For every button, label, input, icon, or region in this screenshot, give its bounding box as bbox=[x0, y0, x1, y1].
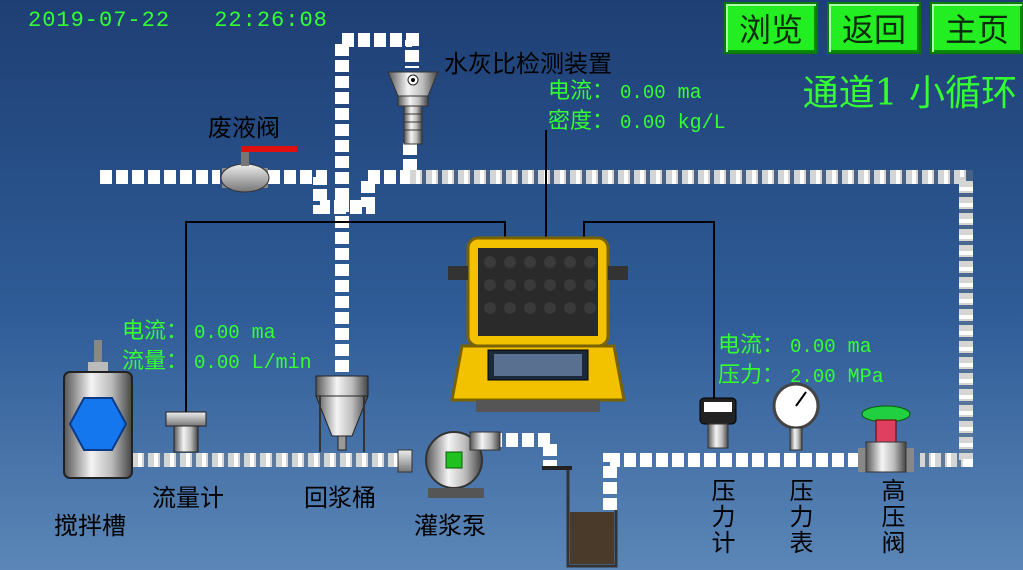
pressure-current-label: 电流： bbox=[718, 333, 785, 358]
waste-valve-label: 废液阀 bbox=[208, 114, 280, 142]
flow-unit: L/min bbox=[251, 352, 312, 375]
flow-meter-label: 流量计 bbox=[152, 484, 224, 512]
density-label: 密度： bbox=[548, 109, 615, 134]
pressure-gauge-label: 压力表 bbox=[785, 478, 813, 556]
return-bucket-label: 回浆桶 bbox=[304, 484, 376, 512]
waste-valve-icon[interactable] bbox=[220, 146, 297, 193]
density-unit: kg/L bbox=[677, 112, 726, 135]
time-text: 22:26:08 bbox=[214, 8, 328, 33]
pressure-unit: MPa bbox=[847, 366, 884, 389]
stir-tank-icon[interactable] bbox=[63, 340, 133, 479]
date-text: 2019-07-22 bbox=[28, 8, 171, 33]
home-button[interactable]: 主页 bbox=[930, 2, 1023, 54]
pipe-network bbox=[100, 33, 973, 510]
browse-button[interactable]: 浏览 bbox=[724, 2, 818, 54]
density-current-label: 电流： bbox=[548, 79, 615, 104]
pressure-current-unit: ma bbox=[847, 336, 872, 359]
density-value: 0.00 bbox=[620, 112, 666, 134]
sump-pit bbox=[542, 466, 618, 568]
datetime-display: 2019-07-22 22:26:08 bbox=[28, 8, 358, 33]
pressure-gauge-icon[interactable] bbox=[772, 382, 820, 451]
flow-value: 0.00 bbox=[194, 352, 240, 374]
flow-label: 流量： bbox=[122, 349, 189, 374]
flow-meter-icon[interactable] bbox=[165, 411, 207, 453]
pressure-readout: 电流：0.00 ma 压力：2.00 MPa bbox=[718, 332, 884, 392]
return-bucket-icon[interactable] bbox=[315, 375, 369, 452]
hp-valve-icon[interactable] bbox=[858, 405, 914, 473]
flow-current-unit: ma bbox=[251, 322, 276, 345]
density-readout: 电流：0.00 ma 密度：0.00 kg/L bbox=[548, 78, 726, 138]
signal-wires bbox=[185, 130, 715, 412]
grout-pump-icon[interactable] bbox=[397, 431, 501, 498]
density-current-value: 0.00 bbox=[620, 82, 666, 104]
density-current-unit: ma bbox=[677, 82, 702, 105]
flow-current-value: 0.00 bbox=[194, 322, 240, 344]
pressure-value: 2.00 bbox=[790, 366, 836, 388]
wcr-device-label: 水灰比检测装置 bbox=[444, 50, 612, 78]
back-button[interactable]: 返回 bbox=[827, 2, 921, 54]
pressure-meter-icon[interactable] bbox=[699, 397, 737, 449]
hp-valve-label: 高压阀 bbox=[877, 478, 905, 556]
channel-title: 通道1 小循环 bbox=[802, 73, 1017, 114]
stir-tank-label: 搅拌槽 bbox=[54, 512, 126, 540]
pressure-current-value: 0.00 bbox=[790, 336, 836, 358]
pressure-label: 压力： bbox=[718, 363, 785, 388]
grout-pump-label: 灌浆泵 bbox=[414, 512, 486, 540]
flow-current-label: 电流： bbox=[122, 319, 189, 344]
control-case-icon[interactable] bbox=[448, 236, 628, 412]
wcr-detector-icon[interactable] bbox=[387, 71, 439, 145]
pressure-meter-label: 压力计 bbox=[707, 478, 735, 556]
